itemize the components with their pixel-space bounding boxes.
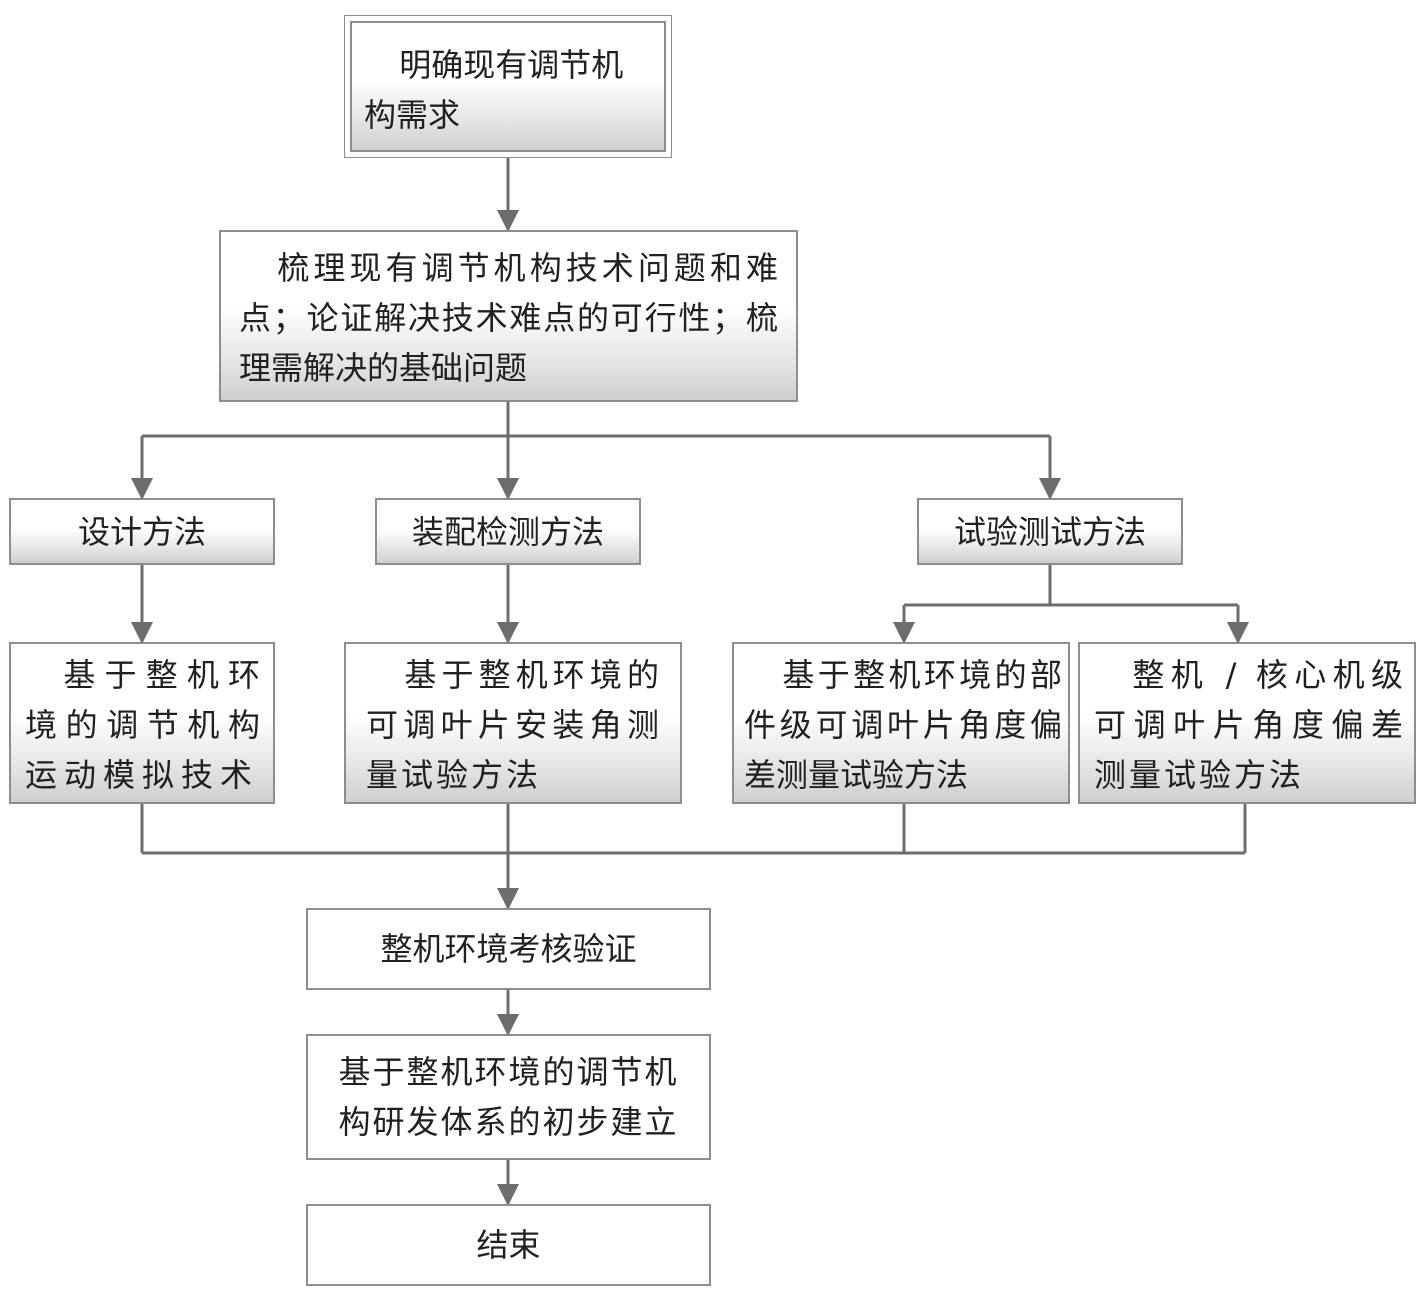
node-core-angle-test-label: 整机 / 核心机级可调叶片角度偏差测量试验方法 xyxy=(1094,656,1406,794)
node-analyze-problems-label: 梳理现有调节机构技术问题和难点；论证解决技术难点的可行性；梳理需解决的基础问题 xyxy=(239,249,778,387)
node-core-angle-test: 整机 / 核心机级可调叶片角度偏差测量试验方法 xyxy=(1078,642,1416,804)
node-define-requirements-label: 明确现有调节机构需求 xyxy=(350,21,666,152)
node-analyze-problems: 梳理现有调节机构技术问题和难点；论证解决技术难点的可行性；梳理需解决的基础问题 xyxy=(219,230,798,402)
node-end-label: 结束 xyxy=(476,1226,541,1264)
node-end: 结束 xyxy=(306,1204,711,1286)
node-component-angle-test: 基于整机环境的部件级可调叶片角度偏差测量试验方法 xyxy=(732,642,1070,804)
node-test-method-label: 试验测试方法 xyxy=(953,512,1146,551)
node-rd-system-established: 基于整机环境的调节机构研发体系的初步建立 xyxy=(306,1034,711,1160)
node-component-angle-test-label: 基于整机环境的部件级可调叶片角度偏差测量试验方法 xyxy=(744,656,1062,794)
node-whole-engine-validation: 整机环境考核验证 xyxy=(306,908,711,990)
node-assembly-method: 装配检测方法 xyxy=(375,498,641,565)
node-whole-engine-validation-label: 整机环境考核验证 xyxy=(380,930,637,968)
node-assembly-method-label: 装配检测方法 xyxy=(411,512,604,551)
node-motion-simulation-label: 基于整机环境的调节机构运动模拟技术 xyxy=(25,656,267,794)
node-install-angle-test: 基于整机环境的可调叶片安装角测量试验方法 xyxy=(344,642,682,804)
node-design-method: 设计方法 xyxy=(9,498,275,565)
node-rd-system-established-label: 基于整机环境的调节机构研发体系的初步建立 xyxy=(338,1053,679,1141)
node-test-method: 试验测试方法 xyxy=(917,498,1183,565)
node-motion-simulation: 基于整机环境的调节机构运动模拟技术 xyxy=(9,642,275,804)
node-install-angle-test-label: 基于整机环境的可调叶片安装角测量试验方法 xyxy=(366,656,662,794)
node-design-method-label: 设计方法 xyxy=(77,512,206,551)
node-define-requirements: 明确现有调节机构需求 xyxy=(344,15,672,158)
